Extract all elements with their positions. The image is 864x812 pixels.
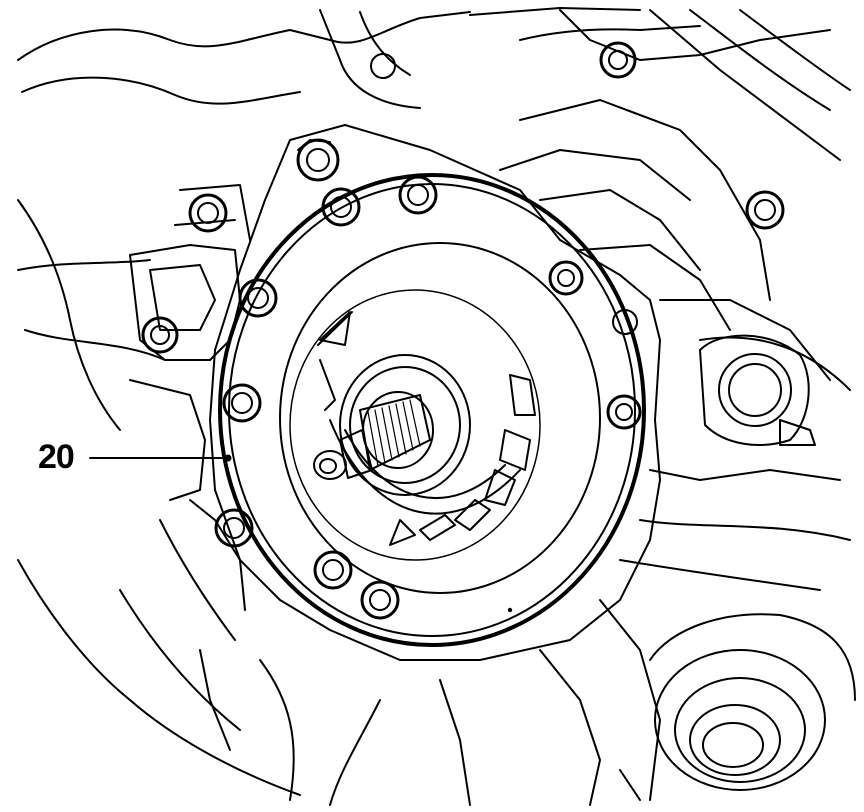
bolt <box>548 260 584 296</box>
bolt <box>313 550 353 590</box>
lower-right-bearing <box>619 613 856 801</box>
callout-leader <box>89 454 232 462</box>
housing-outline <box>17 7 851 806</box>
bolt <box>599 41 637 79</box>
bolt <box>360 580 400 620</box>
bolt <box>222 383 262 423</box>
callout-label-20: 20 <box>38 438 75 476</box>
bolt <box>398 175 438 215</box>
bolt <box>321 187 361 227</box>
bolt <box>296 138 340 182</box>
bolt <box>238 278 278 318</box>
bolt <box>745 190 785 230</box>
right-boss <box>699 334 816 446</box>
oil-pump-seal-ring <box>218 173 646 647</box>
bolt <box>188 193 228 233</box>
bolts <box>141 41 785 620</box>
bolt <box>606 394 642 430</box>
bolt <box>214 508 254 548</box>
bolt <box>141 316 179 354</box>
hole <box>612 309 638 335</box>
oil-pump-assembly <box>209 124 661 661</box>
